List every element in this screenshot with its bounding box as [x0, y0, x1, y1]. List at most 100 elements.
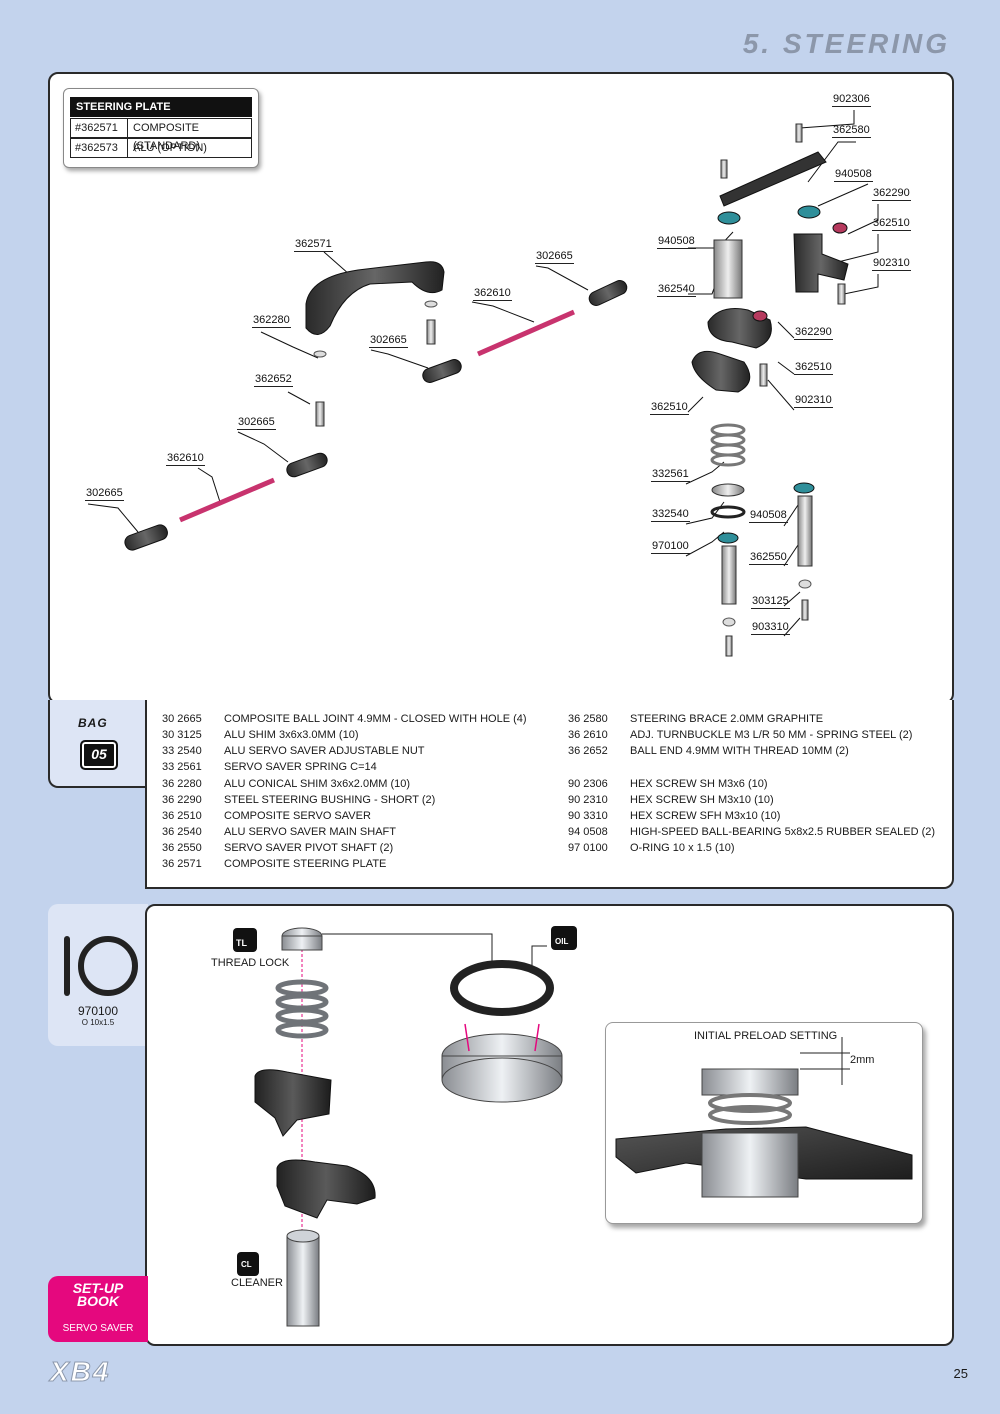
servo-saver-lower-arm — [276, 1159, 376, 1219]
divider — [127, 119, 128, 137]
oil-icon: OIL — [555, 937, 569, 946]
servo-saver-upper — [793, 233, 849, 293]
part-number: 36 2280 — [162, 778, 202, 790]
servo-saver-lower — [691, 350, 751, 393]
screw-902310-top — [837, 283, 846, 305]
setup-book-title-line1: SET-UP — [72, 1280, 124, 1296]
preload-setting-box: INITIAL PRELOAD SETTING 2mm — [605, 1022, 923, 1224]
part-number: 36 2290 — [162, 794, 202, 806]
preload-diagram — [615, 1037, 913, 1198]
part-number: 36 2510 — [162, 810, 202, 822]
part-number: 36 2652 — [568, 745, 608, 757]
part-label: 302665 — [369, 334, 408, 348]
servo-saver-assembly-diagram — [233, 926, 577, 1327]
part-label: 362510 — [872, 217, 911, 231]
servo-saver-upper-arm — [254, 1069, 332, 1137]
ball-joint-1 — [588, 280, 628, 306]
part-description: ADJ. TURNBUCKLE M3 L/R 50 MM - SPRING ST… — [630, 729, 913, 741]
bushing-1 — [832, 222, 848, 234]
oil-icon-box — [551, 926, 577, 950]
oring-tab: 970100 O 10x1.5 — [48, 904, 148, 1046]
part-label: 940508 — [834, 168, 873, 182]
part-number: 36 2580 — [568, 713, 608, 725]
main-shaft-bottom — [286, 1235, 320, 1327]
ball-joint-3 — [286, 452, 328, 478]
part-label: 902306 — [832, 93, 871, 107]
cleaner-icon-box — [237, 1252, 259, 1276]
setup-book-tab: SET-UP BOOK SERVO SAVER — [48, 1276, 148, 1342]
plate-code: #362571 — [75, 122, 118, 134]
part-label: 362290 — [794, 326, 833, 340]
exploded-view-panel — [48, 72, 954, 704]
xb4-logo: XB4 — [49, 1356, 111, 1388]
plate-row-1: #362571 COMPOSITE (STANDARD) — [70, 118, 252, 152]
oring-size: O 10x1.5 — [81, 1018, 115, 1027]
part-description: STEERING BRACE 2.0MM GRAPHITE — [630, 713, 824, 725]
plate-desc: COMPOSITE (STANDARD) — [133, 122, 201, 152]
part-description: ALU SHIM 3x6x3.0MM (10) — [224, 729, 359, 741]
part-description: STEEL STEERING BUSHING - SHORT (2) — [224, 794, 436, 806]
pivot-shaft-1 — [721, 545, 737, 605]
part-number: 90 2306 — [568, 778, 608, 790]
part-label: 940508 — [657, 235, 696, 249]
bushing-2 — [752, 310, 768, 322]
pivot-shaft-2 — [797, 495, 813, 567]
part-label: 302665 — [85, 487, 124, 501]
part-label: 303125 — [751, 595, 790, 609]
part-description: SERVO SAVER SPRING C=14 — [224, 761, 377, 773]
part-label: 362580 — [832, 124, 871, 138]
steering-plate — [305, 261, 445, 335]
conical-shim-1 — [424, 300, 438, 308]
part-number: 33 2561 — [162, 761, 202, 773]
turnbuckle-lower — [179, 477, 275, 523]
part-description: ALU SERVO SAVER ADJUSTABLE NUT — [224, 745, 425, 757]
main-shaft — [713, 239, 743, 299]
part-number: 90 2310 — [568, 794, 608, 806]
bearing-1 — [717, 211, 741, 225]
cleaner-label: CLEANER — [231, 1277, 283, 1289]
thread-lock-label: THREAD LOCK — [211, 957, 290, 969]
part-description: HEX SCREW SH M3x10 (10) — [630, 794, 774, 806]
part-label: 903310 — [751, 621, 790, 635]
part-description: BALL END 4.9MM WITH THREAD 10MM (2) — [630, 745, 849, 757]
part-label: 940508 — [749, 509, 788, 523]
plate-row-2: #362573 ALU (OPTION) — [70, 138, 252, 158]
part-description: SERVO SAVER PIVOT SHAFT (2) — [224, 842, 394, 854]
part-label: 332540 — [651, 508, 690, 522]
part-number: 36 2610 — [568, 729, 608, 741]
part-number: 36 2540 — [162, 826, 202, 838]
setup-book-title-line2: BOOK — [77, 1293, 119, 1309]
exploded-diagram — [87, 110, 879, 657]
preload-title: INITIAL PRELOAD SETTING — [694, 1030, 838, 1042]
plate-code: #362573 — [75, 142, 118, 154]
part-label: 362550 — [749, 551, 788, 565]
page-number: 25 — [953, 1366, 968, 1381]
turnbuckle-upper — [476, 309, 576, 357]
bag-tab: BAG 05 — [48, 700, 152, 788]
bag-label: BAG — [78, 716, 108, 730]
plate-desc: ALU (OPTION) — [133, 142, 207, 154]
part-label: 362510 — [650, 401, 689, 415]
spring-top — [275, 979, 329, 1039]
part-number: 36 2571 — [162, 858, 202, 870]
part-number: 36 2550 — [162, 842, 202, 854]
adjust-nut — [711, 483, 745, 497]
screw-903310-1 — [725, 635, 733, 657]
screw-902310-bottom — [759, 363, 768, 387]
screw-903310-2 — [801, 599, 809, 621]
screw-902306 — [795, 123, 803, 143]
part-number: 90 3310 — [568, 810, 608, 822]
part-description: ALU SERVO SAVER MAIN SHAFT — [224, 826, 396, 838]
part-number: 97 0100 — [568, 842, 608, 854]
part-label: 902310 — [872, 257, 911, 271]
cleaner-icon: CL — [241, 1260, 252, 1269]
ball-joint-2 — [422, 359, 462, 383]
part-description: COMPOSITE STEERING PLATE — [224, 858, 387, 870]
part-number: 94 0508 — [568, 826, 608, 838]
part-number: 30 3125 — [162, 729, 202, 741]
page-title: 5. STEERING — [742, 28, 950, 59]
oring-number: 970100 — [77, 1004, 119, 1018]
part-label: 362652 — [254, 373, 293, 387]
steering-brace — [719, 151, 827, 207]
